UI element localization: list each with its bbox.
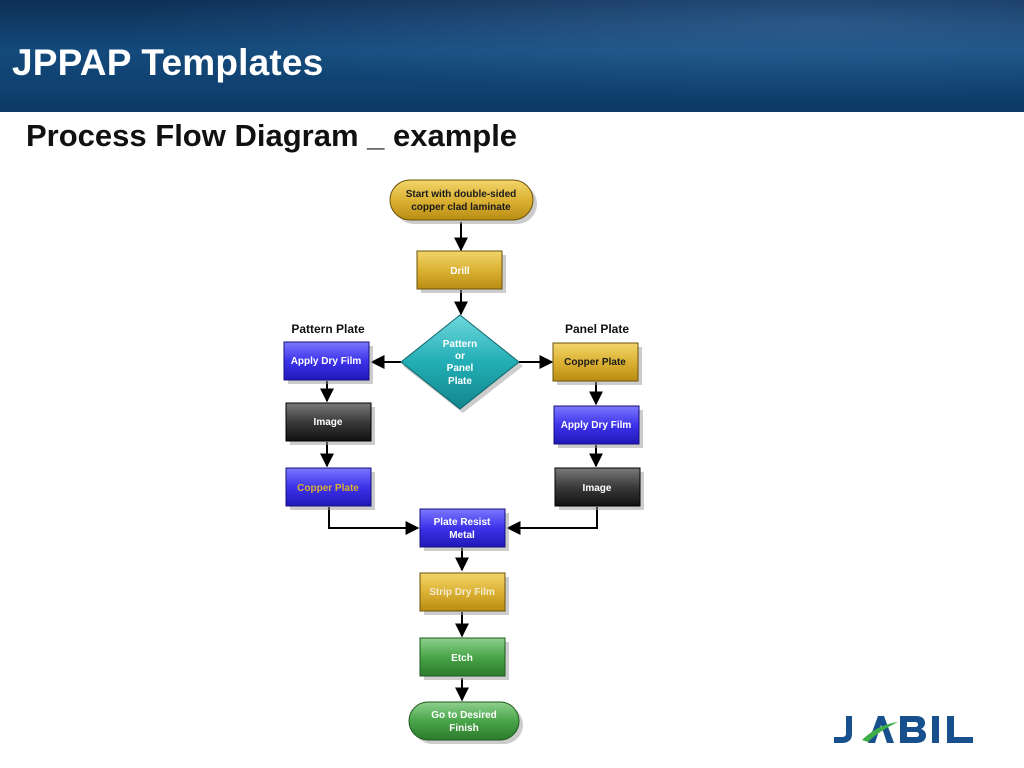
diagram-subtitle: Process Flow Diagram _ example — [26, 118, 518, 153]
arrow-right-to-plate-resist — [506, 507, 598, 535]
finish-label-1: Go to Desired — [431, 710, 497, 721]
start-label-line1: Start with double-sided — [406, 189, 517, 200]
right-image-label: Image — [583, 483, 612, 494]
left-copper-plate-label: Copper Plate — [297, 483, 359, 494]
left-apply-dry-film-label: Apply Dry Film — [291, 356, 362, 367]
slide-title: JPPAP Templates — [12, 42, 324, 83]
node-finish: Go to Desired Finish — [408, 701, 523, 744]
node-left-apply-dry-film: Apply Dry Film — [283, 341, 373, 384]
node-start: Start with double-sided copper clad lami… — [389, 179, 537, 224]
node-strip-dry-film: Strip Dry Film — [419, 572, 509, 615]
decision-label-2: or — [455, 351, 465, 362]
drill-label: Drill — [450, 266, 470, 277]
node-left-image: Image — [285, 402, 375, 445]
left-image-label: Image — [314, 417, 343, 428]
arrow-left-to-plate-resist — [328, 507, 420, 535]
node-etch: Etch — [419, 637, 509, 680]
etch-label: Etch — [451, 653, 473, 664]
decision-label-3: Panel — [447, 363, 474, 374]
strip-dry-film-label: Strip Dry Film — [429, 587, 495, 598]
node-drill: Drill — [416, 250, 506, 293]
plate-resist-label-1: Plate Resist — [434, 517, 491, 528]
jabil-logo — [834, 716, 973, 743]
decision-label-4: Plate — [448, 376, 472, 387]
node-right-copper-plate: Copper Plate — [552, 342, 642, 385]
connectors — [320, 222, 603, 702]
branch-title-pattern-plate: Pattern Plate — [291, 322, 365, 336]
start-label-line2: copper clad laminate — [411, 202, 511, 213]
node-left-copper-plate: Copper Plate — [285, 467, 375, 510]
node-plate-resist-metal: Plate Resist Metal — [419, 508, 509, 551]
decision-label-1: Pattern — [443, 339, 477, 350]
header-bar: JPPAP Templates — [0, 0, 1024, 112]
node-decision: Pattern or Panel Plate — [400, 314, 523, 413]
plate-resist-label-2: Metal — [449, 530, 475, 541]
node-right-image: Image — [554, 467, 644, 510]
node-right-apply-dry-film: Apply Dry Film — [553, 405, 643, 448]
branch-title-panel-plate: Panel Plate — [565, 322, 629, 336]
header-glow — [0, 0, 1024, 112]
finish-label-2: Finish — [449, 723, 478, 734]
right-copper-plate-label: Copper Plate — [564, 357, 626, 368]
right-apply-dry-film-label: Apply Dry Film — [561, 420, 632, 431]
